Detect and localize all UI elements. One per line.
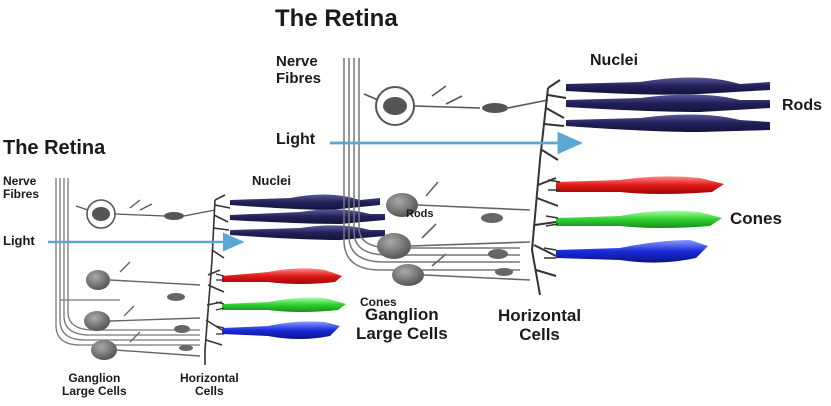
large-cones — [544, 176, 724, 262]
large-title: The Retina — [275, 6, 398, 32]
small-light-label: Light — [3, 234, 35, 248]
large-light-label: Light — [276, 131, 315, 149]
small-nerve-fibres-label: Nerve Fibres — [3, 175, 39, 201]
small-title: The Retina — [3, 137, 105, 159]
large-nerve-fibres-label: Nerve Fibres — [276, 54, 321, 87]
large-ganglion-line1: Ganglion — [356, 306, 448, 325]
large-rods — [566, 77, 770, 132]
small-rods-label: Rods — [406, 208, 434, 220]
large-horizontal-line1: Horizontal — [498, 307, 581, 326]
large-horizontal-label: Horizontal Cells — [498, 307, 581, 344]
large-rods-label: Rods — [782, 97, 822, 115]
large-nerve-label-line1: Nerve — [276, 54, 321, 71]
large-nuclei-label: Nuclei — [590, 52, 638, 70]
large-nerve-label-line2: Fibres — [276, 71, 321, 88]
large-horizontal-line2: Cells — [498, 326, 581, 345]
small-horizontal-line2: Cells — [180, 385, 239, 398]
large-ganglion-label: Ganglion Large Cells — [356, 306, 448, 343]
small-nuclei-label: Nuclei — [252, 174, 291, 188]
small-horizontal-label: Horizontal Cells — [180, 372, 239, 398]
small-ganglion-label: Ganglion Large Cells — [62, 372, 127, 398]
small-nerve-label-line2: Fibres — [3, 188, 39, 201]
small-ganglion-line2: Large Cells — [62, 385, 127, 398]
large-ganglion-line2: Large Cells — [356, 325, 448, 344]
large-cones-label: Cones — [730, 210, 782, 229]
